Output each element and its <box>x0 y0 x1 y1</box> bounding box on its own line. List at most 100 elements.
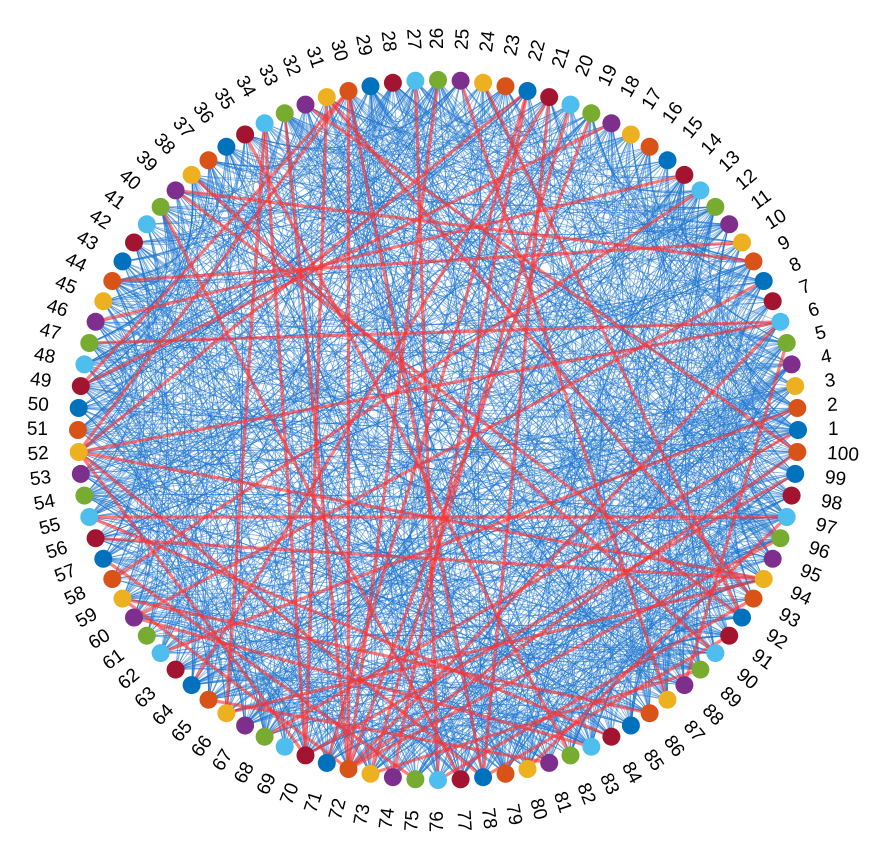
edge <box>112 516 787 580</box>
highlight-edge <box>325 96 755 600</box>
node-49 <box>71 377 90 396</box>
edge <box>95 537 716 654</box>
node-57 <box>94 549 113 568</box>
node-label-27: 27 <box>402 28 424 50</box>
edge <box>745 300 799 431</box>
node-label-21: 21 <box>548 44 575 71</box>
node-33 <box>275 104 294 123</box>
node-label-72: 72 <box>325 796 351 822</box>
node-label-26: 26 <box>427 28 448 49</box>
edge <box>589 146 650 747</box>
node-17 <box>621 125 640 144</box>
edge <box>370 364 792 775</box>
edge <box>677 190 716 226</box>
node-48 <box>75 355 94 374</box>
node-label-97: 97 <box>813 514 839 540</box>
node-24 <box>474 73 493 92</box>
node-label-55: 55 <box>37 514 63 540</box>
node-29 <box>361 77 380 96</box>
edge <box>80 134 632 475</box>
node-37 <box>199 151 218 170</box>
node-label-52: 52 <box>27 443 49 465</box>
node-44 <box>103 272 122 290</box>
edge <box>77 113 286 431</box>
node-83 <box>582 737 601 756</box>
edge <box>133 612 701 670</box>
edge <box>146 429 799 637</box>
node-72 <box>339 760 358 778</box>
node-62 <box>151 644 170 663</box>
node-55 <box>80 508 99 526</box>
node-81 <box>540 753 559 772</box>
highlight-edge <box>111 189 702 581</box>
node-76 <box>429 771 447 789</box>
edge <box>208 79 439 700</box>
node-31 <box>317 88 336 107</box>
edge <box>460 451 798 780</box>
edge <box>122 79 439 262</box>
highlight-edge <box>391 90 530 778</box>
node-label-81: 81 <box>549 789 576 816</box>
node-label-48: 48 <box>32 344 57 369</box>
highlight-edge <box>347 320 782 771</box>
edge <box>708 206 796 387</box>
edge <box>122 261 328 763</box>
highlight-edge <box>190 96 551 686</box>
edge <box>80 385 125 518</box>
node-15 <box>658 151 677 170</box>
node-63 <box>166 660 185 679</box>
node-label-53: 53 <box>29 467 53 490</box>
edge <box>77 134 632 431</box>
node-label-75: 75 <box>401 810 423 832</box>
highlight-edge <box>346 79 440 770</box>
node-26 <box>429 71 447 89</box>
node-label-7: 7 <box>797 276 815 299</box>
edge <box>112 261 754 580</box>
node-53 <box>71 464 90 483</box>
node-14 <box>675 165 694 184</box>
edge <box>208 104 306 172</box>
node-11 <box>720 215 739 234</box>
node-label-83: 83 <box>595 770 623 798</box>
edge <box>677 261 754 686</box>
highlight-edge <box>88 515 613 739</box>
node-label-46: 46 <box>44 295 71 322</box>
edge <box>89 90 528 518</box>
node-60 <box>125 608 143 627</box>
node-41 <box>137 215 156 234</box>
node-68 <box>255 727 274 746</box>
node-label-5: 5 <box>813 322 828 345</box>
node-56 <box>86 529 105 548</box>
node-96 <box>771 529 790 548</box>
node-77 <box>451 770 470 789</box>
edge <box>415 739 484 780</box>
node-40 <box>151 197 170 216</box>
edge <box>649 146 788 518</box>
edge <box>103 174 685 302</box>
node-92 <box>733 608 751 627</box>
edge <box>84 174 685 496</box>
node-52 <box>69 443 88 461</box>
node-label-28: 28 <box>377 30 400 54</box>
node-78 <box>474 768 493 787</box>
edge <box>681 174 781 539</box>
node-label-96: 96 <box>806 537 833 564</box>
edge <box>175 190 701 670</box>
edge <box>548 537 781 764</box>
edge <box>437 79 685 686</box>
node-label-98: 98 <box>819 491 844 516</box>
node-label-25: 25 <box>452 28 474 50</box>
edge <box>392 82 701 192</box>
node-50 <box>69 399 88 417</box>
highlight-edge <box>325 90 530 764</box>
edge <box>284 578 764 748</box>
edge <box>88 190 181 518</box>
node-label-24: 24 <box>476 29 500 53</box>
highlight-edge <box>263 428 799 739</box>
edge <box>103 558 183 670</box>
node-64 <box>182 676 201 695</box>
highlight-edge <box>79 89 350 388</box>
edge <box>696 190 792 496</box>
node-label-33: 33 <box>254 61 282 89</box>
node-6 <box>771 312 790 331</box>
